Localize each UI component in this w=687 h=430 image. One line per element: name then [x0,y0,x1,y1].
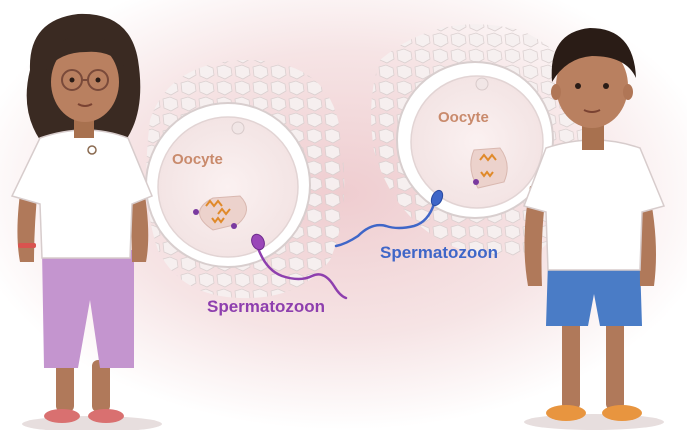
polar-body-right [475,77,489,91]
sperm-head-left [251,233,265,251]
oocyte-label-left: Oocyte [172,151,223,168]
boy-face [556,44,628,128]
girl-hair-front [46,35,124,70]
girl-shoe-left [44,409,80,423]
boy-mouth [583,109,601,113]
boy-shoe-right [602,405,642,421]
girl-eye-right [95,77,101,83]
sperm-label-left: Spermatozoon [207,297,325,316]
girl-leg-left [56,360,74,412]
girl-bracelet [18,243,36,248]
boy-shadow [524,414,664,430]
boy-shoe-left [546,405,586,421]
boy-figure [523,28,666,430]
chromosomes-right [479,153,497,178]
centrosome-right-a [473,179,479,185]
sperm-head-right [430,189,444,207]
centrosome-left-b [231,223,237,229]
boy-shorts [546,262,642,326]
girl-mouth [77,103,93,107]
chromosomes-left-b [211,216,225,224]
girl-shirt [10,129,153,259]
girl-shoe-right [88,409,124,423]
egg-cytoplasm-left [157,116,299,258]
boy-hair [551,28,636,82]
girl-figure [10,13,162,430]
girl-face [51,42,119,122]
spermatozoon-left: Spermatozoon [207,233,348,316]
chromosomes-left [205,199,231,216]
girl-pants [42,250,134,368]
girl-eye-left [69,77,75,83]
boy-leg-right [606,320,624,410]
spermatozoon-right: Spermatozoon [334,189,498,262]
boy-shirt [523,139,666,271]
boy-eye-left [575,83,581,89]
egg-cytoplasm-right [410,75,544,209]
oocyte-left: Oocyte [145,60,345,299]
spindle-right [470,147,508,189]
sperm-tail-right [334,202,436,248]
sperm-tail-left [256,246,348,300]
sperm-label-right: Spermatozoon [380,243,498,262]
oocyte-label-right: Oocyte [438,109,489,126]
polar-body-left [231,121,245,135]
girl-leg-right [92,360,110,412]
centrosome-left-a [193,209,199,215]
spindle-left [199,195,247,231]
boy-leg-left [562,320,580,410]
boy-ear-right [623,84,633,100]
boy-neck [582,122,604,150]
girl-necklace [87,145,97,155]
boy-ear-left [551,84,561,100]
boy-eye-right [603,83,609,89]
